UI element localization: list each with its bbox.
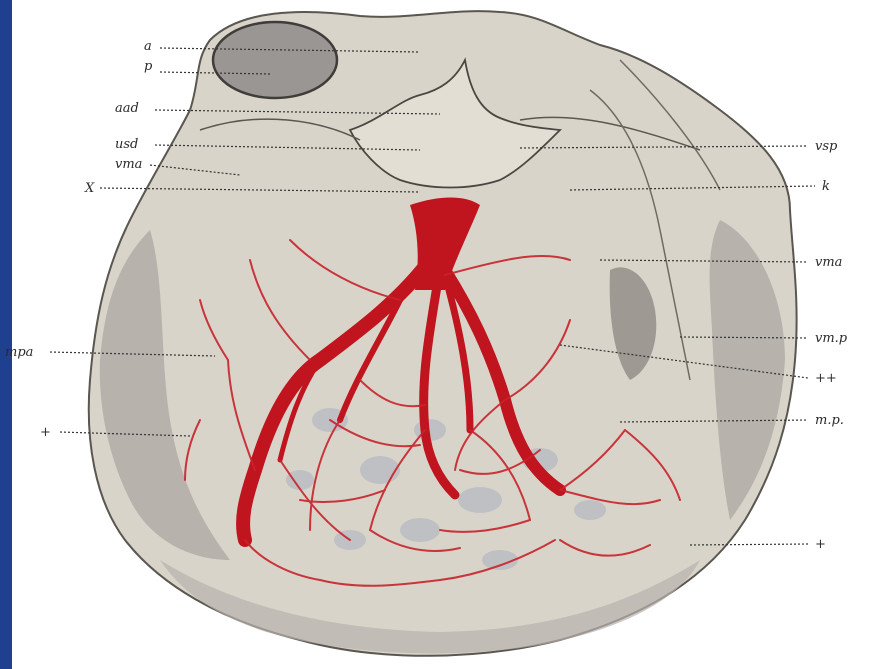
- label-mpp: m.p.: [815, 413, 844, 428]
- label-k: k: [822, 179, 830, 194]
- label-vsp: vsp: [815, 139, 838, 154]
- label-plusplus: ++: [815, 371, 837, 386]
- label-a: a: [144, 39, 152, 54]
- label-plus-right: +: [815, 537, 826, 552]
- aortic-opening: [213, 22, 337, 98]
- left-frame-strip: [0, 0, 12, 669]
- label-p: p: [144, 59, 153, 74]
- label-x: X: [84, 181, 95, 196]
- label-vma: vma: [115, 157, 142, 172]
- label-usd: usd: [115, 137, 138, 152]
- label-aad: aad: [115, 101, 139, 116]
- label-plus-left: +: [40, 425, 51, 440]
- label-mpa: mpa: [5, 345, 33, 360]
- label-vma-right: vma: [815, 255, 842, 270]
- label-mp: vm.p: [815, 331, 848, 346]
